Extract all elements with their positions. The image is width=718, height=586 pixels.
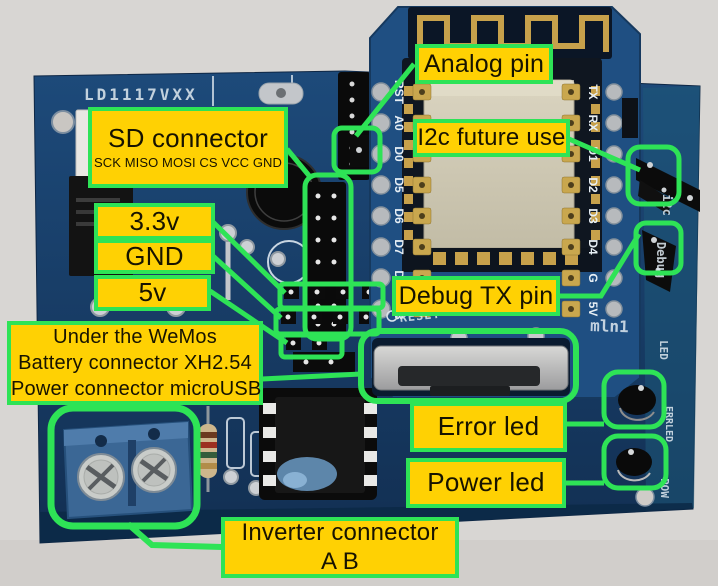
label-line3: Power connector microUSB	[11, 378, 262, 400]
label-error-led: Error led	[410, 402, 567, 452]
label-33v: 3.3v	[94, 203, 215, 240]
resistor-band	[199, 452, 217, 458]
terminal-hole	[95, 435, 107, 447]
flux-residue	[277, 457, 337, 491]
resistor-band	[199, 463, 217, 469]
label-line2: Battery connector XH2.54	[18, 352, 252, 374]
mounting-hole	[51, 110, 75, 134]
highlight-i2c	[625, 144, 682, 207]
label-title: SD connector	[108, 122, 268, 153]
pin-label-rx: RX	[586, 115, 600, 132]
terminal-block-top	[64, 422, 188, 446]
resistor-band	[199, 432, 217, 438]
pointer-line-gnd	[211, 254, 283, 320]
pointer-line-under-wemos	[261, 371, 362, 382]
metal-tab-hole	[276, 88, 286, 98]
pointer-line-debug	[559, 232, 642, 299]
highlight-power-led	[601, 433, 669, 491]
highlight-sd-connector	[302, 172, 354, 342]
edge-component	[622, 98, 638, 138]
highlight-microusb	[358, 328, 579, 404]
pin-label-g: G	[586, 273, 600, 282]
label-debug-tx-pin: Debug TX pin	[392, 276, 560, 316]
highlight-analog-pin	[331, 125, 383, 175]
shield-highlight	[424, 80, 574, 96]
terminal-screw-b	[131, 447, 177, 493]
label-5v: 5v	[94, 275, 211, 311]
label-sd-connector: SD connector SCK MISO MOSI CS VCC GND	[88, 107, 288, 188]
error-led-component	[618, 385, 656, 421]
label-under-wemos: Under the WeMos Battery connector XH2.54…	[7, 321, 263, 405]
microusb-slot	[398, 366, 540, 386]
label-inverter-connector: Inverter connector A B	[221, 517, 459, 578]
pointer-line-5v	[208, 288, 289, 346]
esp-bottom-pads	[433, 252, 578, 265]
pin-label-d0: D0	[392, 146, 406, 162]
pointer-line-inverter	[126, 521, 223, 550]
pointer-line-analog	[354, 62, 416, 138]
label-text: Error led	[437, 411, 540, 442]
highlight-outlines	[47, 125, 684, 530]
mounting-hole	[635, 487, 655, 507]
silk-outline	[226, 417, 245, 469]
esp-castellated-pads	[404, 86, 600, 240]
label-line1: Under the WeMos	[53, 326, 217, 348]
dip-ic-pins	[263, 403, 377, 486]
pin-label-d2: D2	[586, 177, 600, 193]
silk-model-text: mln1	[590, 316, 629, 336]
pin-label-d7: D7	[392, 239, 406, 255]
label-subtitle: SCK MISO MOSI CS VCC GND	[93, 155, 283, 171]
terminal-screw-a	[77, 453, 125, 501]
solder-pad	[219, 224, 237, 242]
label-analog-pin: Analog pin	[415, 44, 553, 84]
pin-label-d4: D4	[586, 239, 600, 255]
label-power-led: Power led	[406, 458, 566, 508]
label-text: Analog pin	[423, 49, 545, 78]
highlight-error-led	[601, 369, 667, 430]
terminal-hole	[148, 428, 160, 440]
label-i2c-future-use: I2c future use	[413, 119, 570, 157]
pin-label-d6: D6	[392, 208, 406, 224]
label-text: I2c future use	[417, 124, 566, 152]
label-gnd: GND	[94, 239, 215, 274]
highlight-5v-row	[278, 332, 345, 360]
analog-pin-tip	[356, 147, 362, 153]
pointer-line-33v	[211, 220, 287, 295]
pointer-line-sd	[285, 147, 313, 180]
solder-pad	[223, 469, 239, 485]
flux-residue	[283, 472, 307, 488]
label-text: Power led	[427, 467, 545, 498]
silk-regulator-text: LD1117VXX	[84, 85, 198, 104]
resistor-band	[199, 442, 217, 448]
label-text: 5v	[138, 277, 167, 308]
label-line1: Inverter connector	[241, 518, 439, 546]
silk-led-text: LED	[657, 340, 670, 360]
label-text: 3.3v	[129, 205, 180, 236]
highlight-debug-pin	[633, 220, 684, 276]
highlight-inverter-terminal	[47, 404, 201, 530]
solder-pad	[270, 251, 286, 267]
silk-errled-text: ERRLED	[663, 406, 674, 442]
pin-label-d3: D3	[586, 208, 600, 224]
pin-label-d5: D5	[392, 177, 406, 193]
label-text: GND	[125, 240, 184, 271]
label-text: Debug TX pin	[398, 281, 554, 310]
microusb-lip	[430, 386, 510, 396]
silk-debug-text: Debug	[654, 242, 668, 278]
power-led-component	[616, 448, 652, 482]
label-line2: A B	[321, 547, 359, 575]
pointer-lines	[126, 62, 642, 550]
esp-metal-shield	[423, 79, 575, 249]
pin-label-5v: 5V	[586, 302, 600, 317]
pin-label-a0: A0	[392, 115, 406, 131]
regulator-marking	[76, 198, 120, 202]
pin-label-tx: TX	[586, 84, 600, 99]
